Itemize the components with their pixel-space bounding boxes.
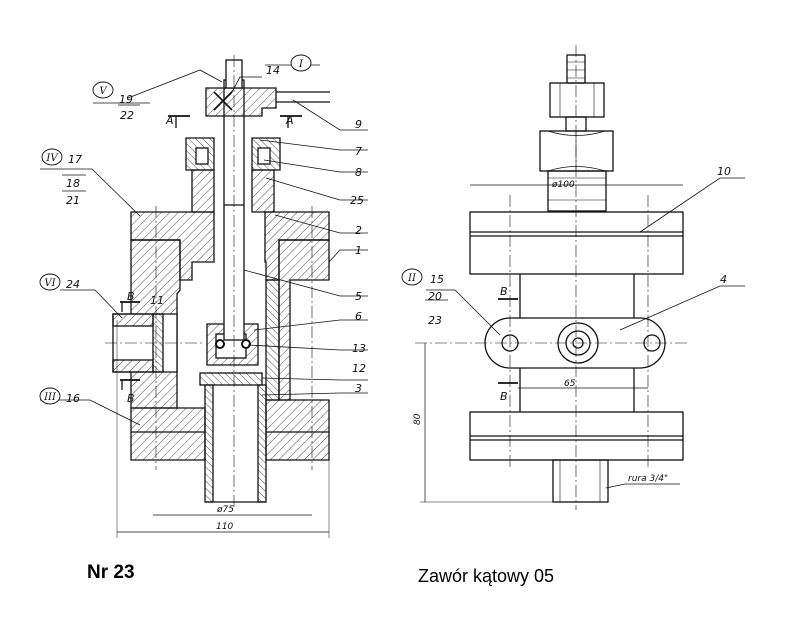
part-label-16: 16	[66, 392, 80, 405]
detail-mark-v	[92, 81, 114, 99]
bottom-pipe	[204, 384, 267, 503]
dim-pipe-note: rura 3/4"	[628, 474, 668, 484]
seat-ring	[199, 372, 263, 386]
part-label-11: 11	[150, 294, 164, 307]
lower-flange	[130, 407, 206, 461]
external-view	[415, 45, 690, 510]
part-label-18: 18	[66, 177, 80, 190]
part-label-19: 19	[119, 93, 133, 106]
part-label-6: 6	[355, 310, 362, 323]
dim-bore-dia: ø75	[216, 505, 234, 515]
handle-hub	[205, 87, 277, 117]
detail-mark-ii	[401, 268, 423, 286]
part-label-14: 14	[266, 64, 280, 77]
part-label-7: 7	[355, 145, 362, 158]
section-b-upper: B	[127, 290, 135, 303]
part-label-2: 2	[355, 224, 362, 237]
part-label-3: 3	[355, 382, 362, 395]
section-b-lower: B	[127, 392, 135, 405]
gland-nut	[185, 137, 281, 171]
part-label-10: 10	[717, 165, 731, 178]
dim-overall-width: 110	[216, 522, 233, 532]
detail-mark-v-text: V	[99, 86, 108, 97]
section-b-right-lower: B	[500, 390, 508, 403]
bottom-pipe-ext	[552, 459, 609, 503]
dim-hole-spacing: 65	[564, 379, 576, 389]
dimensions-left: ø75 110	[216, 505, 234, 532]
part-label-1: 1	[355, 244, 362, 257]
lower-flange-right	[265, 399, 330, 461]
detail-mark-vi-text: VI	[44, 278, 56, 289]
part-label-17: 17	[68, 153, 82, 166]
detail-mark-vi	[39, 273, 61, 291]
section-b-right-upper: B	[500, 285, 508, 298]
section-letters-left: A A B B	[127, 114, 294, 405]
detail-mark-i	[290, 54, 312, 72]
detail-mark-iii	[39, 387, 61, 405]
part-label-13: 13	[352, 342, 366, 355]
upper-flange-ext	[469, 211, 684, 275]
leader-lines-right	[426, 177, 745, 489]
part-label-15: 15	[430, 273, 444, 286]
body-right-wall	[278, 239, 330, 401]
part-label-12: 12	[352, 362, 366, 375]
detail-mark-labels: V I IV VI III II	[43, 59, 417, 403]
detail-mark-ii-text: II	[407, 273, 417, 284]
detail-mark-i-text: I	[298, 59, 304, 70]
part-label-4: 4	[720, 273, 727, 286]
section-view	[105, 55, 330, 538]
part-labels-right: 10 4 15 20 23	[428, 165, 731, 327]
part-labels-left: 19 22 14 9 7 8 25 2 1 5 6 13 12 3 17 18 …	[66, 64, 366, 405]
part-label-25: 25	[350, 194, 364, 207]
inner-sleeve	[265, 279, 280, 401]
document-number: Nr 23	[87, 562, 135, 583]
detail-mark-iii-text: III	[43, 392, 57, 403]
dim-top-dia: ø100	[551, 180, 575, 190]
section-letters-right: B B	[500, 285, 508, 403]
part-label-8: 8	[355, 166, 362, 179]
part-label-5: 5	[355, 290, 362, 303]
part-label-9: 9	[355, 118, 362, 131]
detail-mark-iv	[41, 148, 63, 166]
detail-mark-iv-text: IV	[45, 153, 59, 164]
section-a-right: A	[285, 114, 294, 127]
part-label-21: 21	[66, 194, 80, 207]
dim-height: 80	[413, 413, 423, 425]
detail-marks	[39, 54, 423, 405]
handle-block	[549, 82, 605, 118]
gland-hex	[539, 130, 614, 172]
fraction-lines	[62, 104, 448, 301]
part-label-20: 20	[428, 290, 442, 303]
part-label-24: 24	[66, 278, 80, 291]
section-a-left: A	[165, 114, 174, 127]
document-title: Zawór kątowy 05	[418, 566, 555, 586]
part-label-23: 23	[428, 314, 442, 327]
dimensions-right: ø100 65 80 rura 3/4"	[413, 180, 668, 484]
part-label-22: 22	[120, 109, 134, 122]
